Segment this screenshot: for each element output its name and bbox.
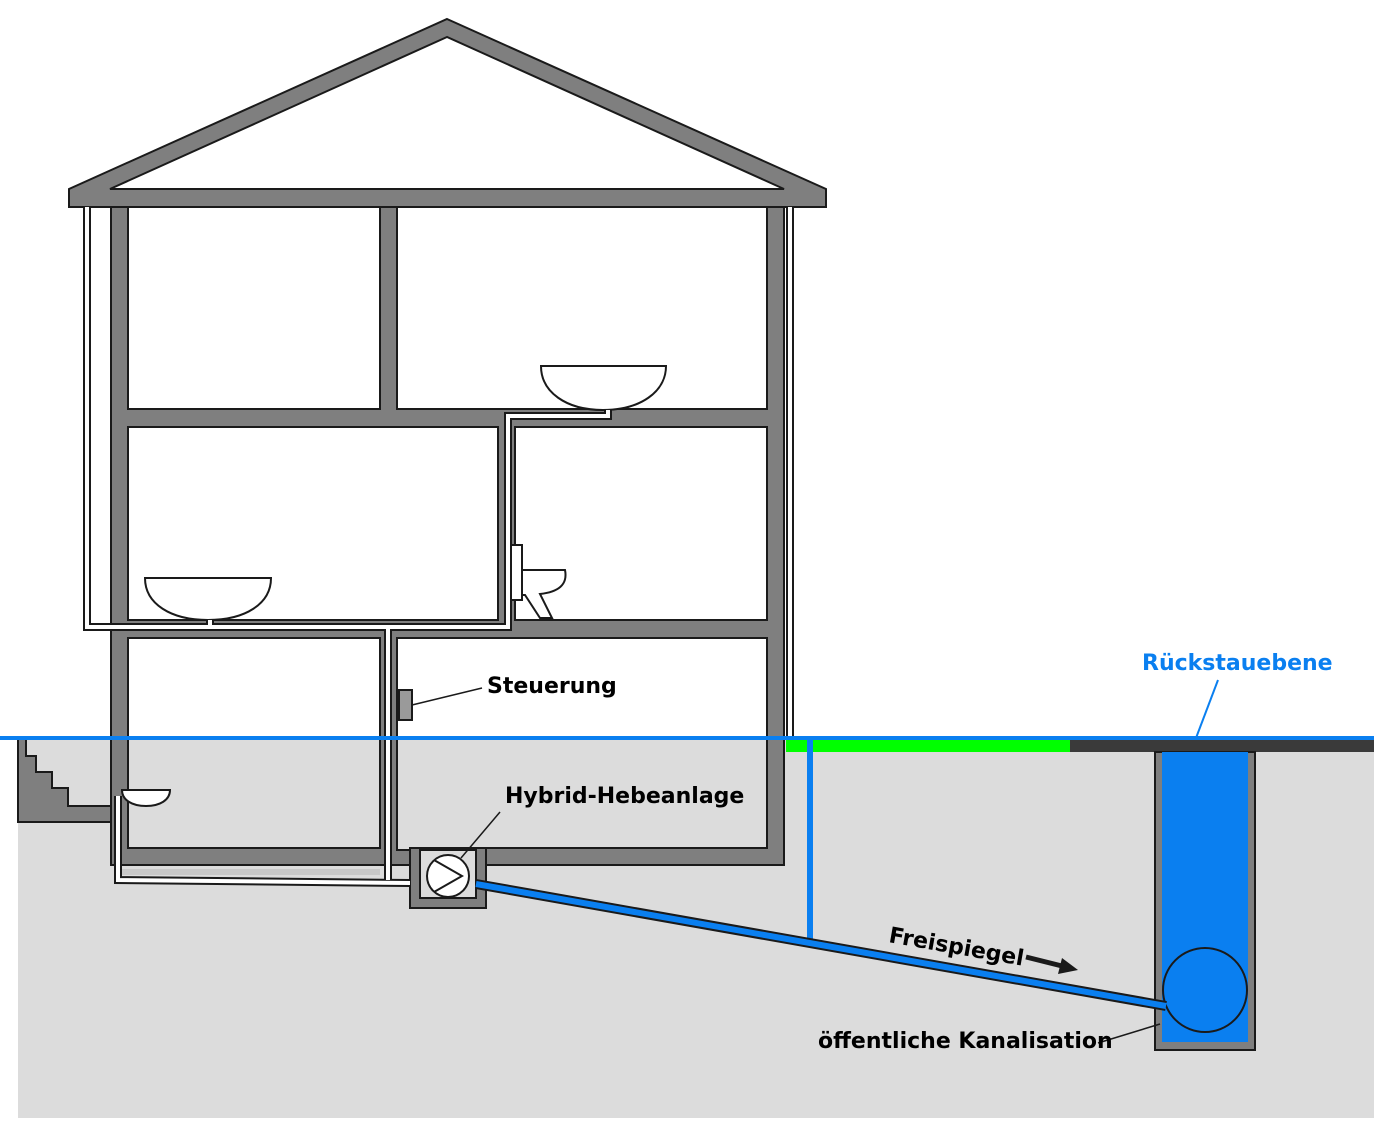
leader-lines — [411, 687, 1161, 1044]
label-rueckstauebene: Rückstauebene — [1142, 651, 1333, 676]
label-steuerung: Steuerung — [487, 674, 617, 699]
grass-strip — [786, 738, 1070, 752]
middle-basin — [143, 577, 273, 622]
sewer-shaft — [1154, 751, 1256, 1051]
rueckstauebene-leader — [1195, 679, 1219, 739]
flow-arrow-icon — [1025, 954, 1078, 974]
toilet — [509, 544, 567, 619]
control-box — [398, 689, 413, 721]
pump-pit — [409, 847, 487, 909]
gravity-drain-water — [475, 881, 1167, 1009]
roof — [68, 17, 827, 208]
basement-basin — [120, 789, 172, 808]
lifting-pump — [426, 854, 470, 898]
street — [1070, 738, 1374, 752]
ground — [18, 738, 1374, 1118]
label-hebeanlage: Hybrid-Hebeanlage — [505, 784, 744, 809]
upper-basin — [539, 365, 668, 412]
label-kanalisation: öffentliche Kanalisation — [818, 1029, 1113, 1054]
drain-pipes — [83, 207, 794, 887]
